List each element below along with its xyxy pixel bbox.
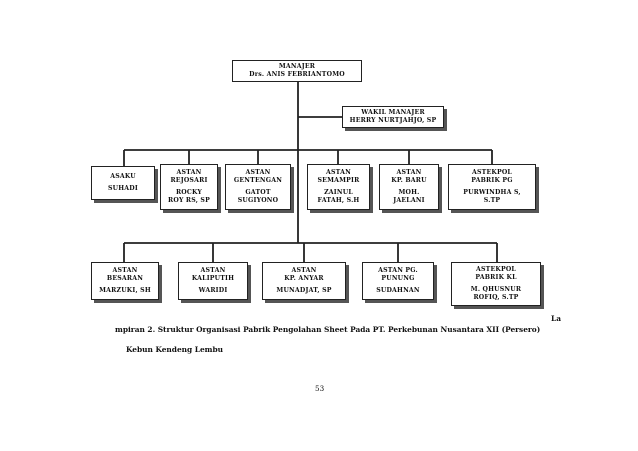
org-box-name-2: ROFIQ, S.TP: [473, 294, 519, 301]
caption-line-1: mpiran 2. Struktur Organisasi Pabrik Pen…: [115, 325, 541, 334]
org-box-kaliputih: ASTAN KALIPUTIH WARIDI: [178, 262, 248, 300]
wakil-manajer-name: HERRY NURTJAHJO, SP: [349, 117, 437, 124]
caption-line-2: Kebun Kendeng Lembu: [126, 345, 224, 354]
org-box-unit: KP. ANYAR: [284, 275, 324, 282]
org-box-besaran: ASTAN BESARAN MARZUKI, SH: [91, 262, 159, 300]
org-box-name: SUHADI: [108, 185, 138, 192]
wakil-manajer-title: WAKIL MANAJER: [361, 109, 425, 116]
org-box-unit: PUNUNG: [381, 275, 415, 282]
org-box-gentengan: ASTAN GENTENGAN GATOT SUGIYONO: [225, 164, 291, 210]
org-box-pabrik-kl: ASTEKPOL PABRIK KL M. QHUSNUR ROFIQ, S.T…: [451, 262, 541, 306]
org-box-name: PURWINDHA S,: [463, 189, 521, 196]
org-box-title: ASAKU: [110, 173, 136, 180]
org-box-unit: KP. BARU: [391, 177, 427, 184]
org-box-unit: PABRIK PG: [471, 177, 513, 184]
org-box-name: M. QHUSNUR: [470, 286, 522, 293]
org-box-kp-anyar: ASTAN KP. ANYAR MUNADJAT, SP: [262, 262, 346, 300]
org-box-title: ASTAN PG.: [378, 267, 418, 274]
org-box-title: ASTAN: [112, 267, 138, 274]
org-box-title: ASTAN: [176, 169, 202, 176]
org-box-title: ASTAN: [200, 267, 226, 274]
org-box-unit: KALIPUTIH: [191, 275, 235, 282]
org-box-punung: ASTAN PG. PUNUNG SUDAHNAN: [362, 262, 434, 300]
org-box-name: GATOT: [245, 189, 271, 196]
org-box-pabrik-pg: ASTEKPOL PABRIK PG PURWINDHA S, S.TP: [448, 164, 536, 210]
org-box-title: ASTAN: [396, 169, 422, 176]
org-box-name-2: ROY RS, SP: [168, 197, 210, 204]
org-box-asaku: ASAKU SUHADI: [91, 166, 155, 200]
manajer-title: MANAJER: [278, 63, 316, 70]
org-box-name: MOH.: [398, 189, 420, 196]
org-box-name-2: FATAH, S.H: [317, 197, 360, 204]
org-box-kp-baru: ASTAN KP. BARU MOH. JAELANI: [379, 164, 439, 210]
org-box-name: ZAINUL: [324, 189, 353, 196]
page-number: 53: [315, 384, 325, 393]
org-box-name: MUNADJAT, SP: [276, 287, 332, 294]
manajer-name: Drs. ANIS FEBRIANTOMO: [249, 71, 345, 78]
org-box-title: ASTAN: [291, 267, 317, 274]
org-box-rejosari: ASTAN REJOSARI ROCKY ROY RS, SP: [160, 164, 218, 210]
org-box-name-2: JAELANI: [393, 197, 425, 204]
manajer-box: MANAJER Drs. ANIS FEBRIANTOMO: [232, 60, 362, 82]
org-box-unit: SEMAMPIR: [317, 177, 360, 184]
org-box-unit: GENTENGAN: [233, 177, 283, 184]
org-box-semampir: ASTAN SEMAMPIR ZAINUL FATAH, S.H: [307, 164, 370, 210]
org-box-name: SUDAHNAN: [376, 287, 420, 294]
caption-line-0: La: [551, 314, 561, 323]
org-box-title: ASTEKPOL: [472, 169, 512, 176]
org-box-unit: REJOSARI: [170, 177, 208, 184]
org-box-title: ASTEKPOL: [476, 266, 516, 273]
wakil-manajer-box: WAKIL MANAJER HERRY NURTJAHJO, SP: [342, 106, 444, 128]
org-box-name-2: S.TP: [483, 197, 501, 204]
org-box-name-2: SUGIYONO: [237, 197, 279, 204]
org-box-name: MARZUKI, SH: [99, 287, 151, 294]
org-box-unit: PABRIK KL: [475, 274, 517, 281]
org-box-name: ROCKY: [175, 189, 203, 196]
org-box-unit: BESARAN: [106, 275, 144, 282]
org-box-title: ASTAN: [326, 169, 351, 176]
org-box-name: WARIDI: [198, 287, 228, 294]
org-box-title: ASTAN: [245, 169, 271, 176]
